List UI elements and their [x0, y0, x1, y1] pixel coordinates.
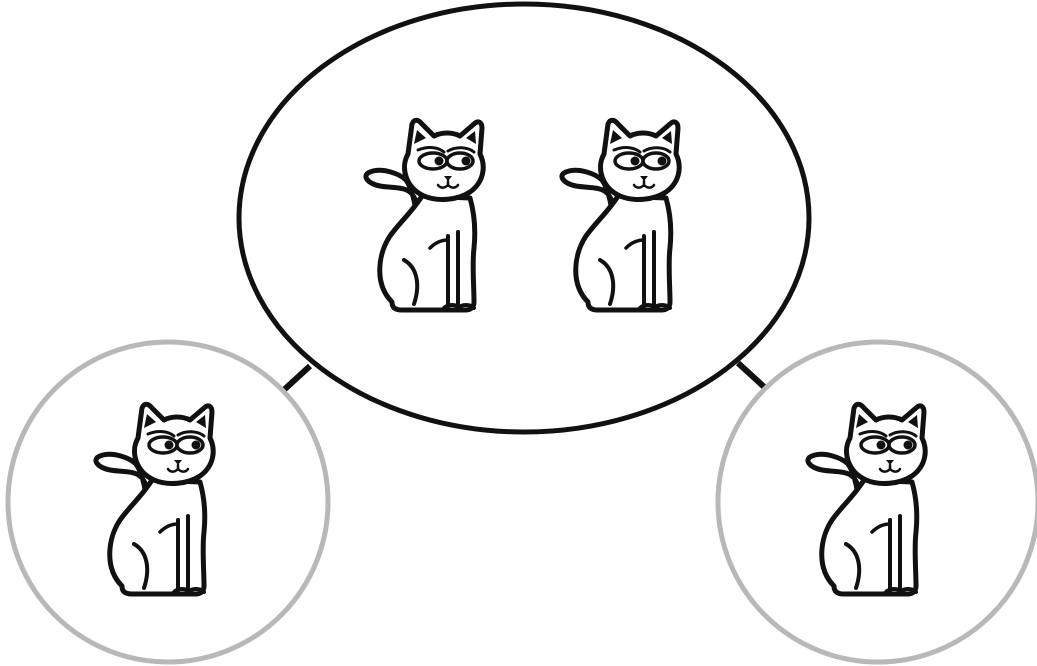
- parent-cell: [239, 4, 809, 432]
